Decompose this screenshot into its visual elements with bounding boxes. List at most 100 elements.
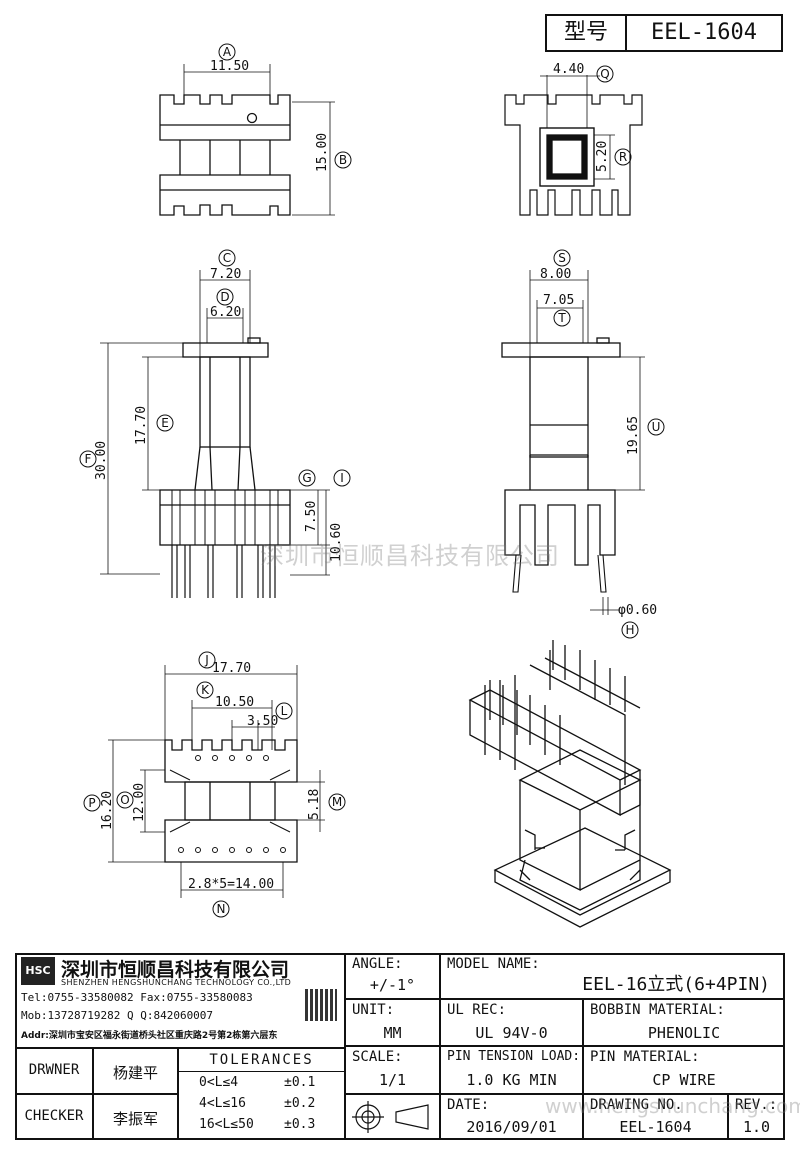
tol-value-1: ±0.1	[284, 1075, 316, 1090]
dim-n: 2.8*5=14.00	[188, 877, 274, 892]
svg-text:H: H	[625, 623, 634, 637]
dim-b: 15.00	[315, 133, 330, 172]
marker-a: A	[218, 43, 236, 61]
view-bottom-left	[108, 665, 325, 898]
svg-text:N: N	[217, 902, 226, 916]
dim-m: 5.18	[307, 789, 322, 820]
tol-value-2: ±0.2	[284, 1096, 316, 1111]
dim-k: 10.50	[215, 695, 254, 710]
tolerances-box: TOLERANCES 0<L≤4 ±0.1 4<L≤16 ±0.2 16<L≤5…	[178, 1048, 345, 1140]
model-number: EEL-1604	[651, 20, 757, 45]
dim-a: 11.50	[210, 59, 249, 74]
tol-value-3: ±0.3	[284, 1117, 316, 1132]
dim-t: 7.05	[543, 293, 574, 308]
svg-text:O: O	[120, 793, 129, 807]
tol-range-2: 4<L≤16	[199, 1096, 246, 1111]
marker-i: I	[333, 469, 351, 487]
svg-text:J: J	[204, 653, 209, 667]
view-top-right	[504, 75, 643, 216]
dim-r: 5.20	[595, 141, 610, 172]
drawing-no-cell: DRAWING NO.EEL-1604	[583, 1094, 728, 1140]
marker-h: H	[621, 621, 639, 639]
pin-material-cell: PIN MATERIAL:CP WIRE	[583, 1046, 785, 1094]
angle-cell: ANGLE:+/-1°	[345, 953, 440, 999]
svg-text:U: U	[652, 420, 661, 434]
model-header: 型号 EEL-1604	[545, 14, 783, 52]
dim-c: 7.20	[210, 267, 241, 282]
tol-range-3: 16<L≤50	[199, 1117, 254, 1132]
svg-text:P: P	[88, 796, 95, 810]
svg-text:F: F	[85, 452, 92, 466]
svg-text:S: S	[558, 251, 566, 265]
drawner-value: 杨建平	[93, 1048, 178, 1094]
marker-q: Q	[596, 65, 614, 83]
view-middle-left	[100, 270, 330, 598]
marker-k: K	[196, 681, 214, 699]
svg-text:R: R	[619, 150, 627, 164]
checker-label: CHECKER	[15, 1094, 93, 1140]
dim-g: 7.50	[304, 501, 319, 532]
type-label: 型号	[547, 16, 627, 50]
dim-h: φ0.60	[618, 603, 657, 618]
svg-text:K: K	[201, 683, 210, 697]
company-tel: Tel:0755-33580082 Fax:0755-33580083	[21, 991, 253, 1004]
svg-text:Q: Q	[600, 67, 609, 81]
marker-c: C	[218, 249, 236, 267]
projection-symbol-icon	[345, 1094, 440, 1140]
marker-m: M	[328, 793, 346, 811]
dim-f: 30.00	[94, 441, 109, 480]
marker-e: E	[156, 414, 174, 432]
marker-j: J	[198, 651, 216, 669]
watermark-url: www.hengshunchang.com	[545, 1094, 800, 1118]
bobbin-material-cell: BOBBIN MATERIAL:PHENOLIC	[583, 999, 785, 1046]
rev-cell: REV.:1.0	[728, 1094, 785, 1140]
dim-l: 3.50	[247, 714, 278, 729]
technical-drawing: 11.50 15.00 4.40 5.20 7.20 6.20 17.70 30…	[79, 43, 672, 928]
marker-f: F	[79, 450, 97, 468]
view-isometric	[468, 640, 672, 928]
marker-t: T	[553, 309, 571, 327]
svg-text:A: A	[223, 45, 232, 59]
svg-text:L: L	[281, 704, 288, 718]
pin-tension-cell: PIN TENSION LOAD:1.0 KG MIN	[440, 1046, 583, 1094]
company-name-en: SHENZHEN HENGSHUNCHANG TECHNOLOGY CO.,LT…	[61, 978, 292, 987]
company-addr: Addr:深圳市宝安区福永街道桥头社区重庆路2号第2栋第六层东	[21, 1031, 278, 1041]
dim-u: 19.65	[626, 416, 641, 455]
marker-d: D	[216, 288, 234, 306]
marker-s: S	[553, 249, 571, 267]
marker-p: P	[83, 794, 101, 812]
svg-text:D: D	[220, 290, 229, 304]
svg-text:M: M	[332, 795, 342, 809]
dim-s: 8.00	[540, 267, 571, 282]
unit-cell: UNIT:MM	[345, 999, 440, 1046]
svg-text:C: C	[223, 251, 231, 265]
watermark: 深圳市恒顺昌科技有限公司	[260, 542, 560, 570]
dim-e: 17.70	[134, 406, 149, 445]
scale-cell: SCALE:1/1	[345, 1046, 440, 1094]
company-box: HSC 深圳市恒顺昌科技有限公司 SHENZHEN HENGSHUNCHANG …	[15, 953, 345, 1048]
company-logo: HSC	[21, 957, 55, 985]
dim-p: 16.20	[100, 791, 115, 830]
drawner-label: DRWNER	[15, 1048, 93, 1094]
svg-text:B: B	[339, 153, 347, 167]
view-middle-right	[501, 270, 645, 615]
dim-d: 6.20	[210, 305, 241, 320]
marker-o: O	[116, 791, 134, 809]
model-name-cell: MODEL NAME: EEL-16立式(6+4PIN)	[440, 953, 785, 999]
dim-q: 4.40	[553, 62, 584, 77]
svg-text:E: E	[161, 416, 169, 430]
qr-code-icon	[305, 989, 337, 1021]
marker-g: G	[298, 469, 316, 487]
tolerances-label: TOLERANCES	[179, 1049, 344, 1072]
ul-rec-cell: UL REC:UL 94V-0	[440, 999, 583, 1046]
checker-value: 李振军	[93, 1094, 178, 1140]
tol-range-1: 0<L≤4	[199, 1075, 239, 1090]
dim-j: 17.70	[212, 661, 251, 676]
date-cell: DATE:2016/09/01	[440, 1094, 583, 1140]
dim-o: 12.00	[132, 783, 147, 822]
marker-r: R	[614, 148, 632, 166]
marker-n: N	[212, 900, 230, 918]
marker-u: U	[647, 418, 665, 436]
view-top-left	[159, 64, 335, 216]
dim-i: 10.60	[329, 523, 344, 562]
